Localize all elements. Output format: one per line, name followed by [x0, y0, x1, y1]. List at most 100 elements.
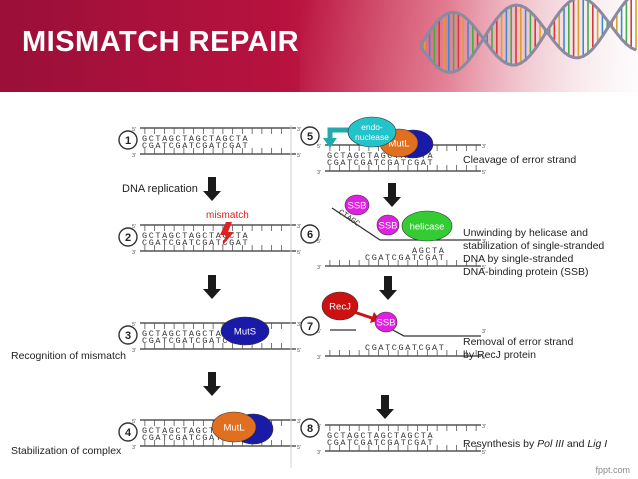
down-arrow-shaft [208, 177, 216, 191]
dna-duplex: CGATCGATCGAT 5' 3' 3' 5' [317, 239, 486, 271]
down-arrow-head [379, 290, 397, 300]
dna-top-sequence: GCTAGCTAGCTAGCTA [327, 151, 434, 161]
dna-end-label: 5' [132, 419, 136, 425]
watermark: fppt.com [595, 465, 630, 475]
step-number-circle [118, 325, 138, 345]
recj-protein-label: RecJ [329, 302, 351, 313]
dna-end-label: 3' [317, 265, 321, 271]
dna-bottom-sequence: CGATCGATCGATCGAT [142, 433, 249, 443]
dna-end-label: 3' [132, 250, 136, 256]
dna-top-sequence: AGCTA [412, 246, 446, 256]
step-number: 5 [300, 126, 320, 146]
dna-top-sequence: GCTAGCTAGCTAGCTA [327, 431, 434, 441]
step-number-text: 3 [125, 330, 131, 342]
step-number: 6 [300, 224, 320, 244]
down-arrow-head [203, 191, 221, 201]
dna-end-label: 5' [482, 355, 486, 361]
step-number: 7 [300, 316, 320, 336]
step-number-text: 4 [125, 427, 132, 439]
dna-end-label: 5' [317, 239, 321, 245]
dna-end-label: 5' [482, 265, 486, 271]
mismatch-label: mismatch [206, 210, 249, 221]
dna-end-label: 5' [132, 224, 136, 230]
down-arrow-shaft [208, 372, 216, 386]
step-8-caption-part: and [564, 438, 587, 450]
down-arrow [383, 183, 401, 207]
dna-end-label: 5' [132, 322, 136, 328]
muts-protein-label: MutS [234, 327, 256, 338]
muts-protein: MutS [220, 316, 270, 346]
down-arrow-head [383, 197, 401, 207]
step-number-circle [118, 227, 138, 247]
step-number: 1 [118, 130, 138, 150]
header-highlight [300, 0, 638, 92]
dna-top-sequence: GCTAGCTAGCTAGCTA [142, 329, 249, 339]
dna-end-label: 3' [132, 445, 136, 451]
muts-protein-shape [220, 316, 270, 346]
dna-top-sequence: GCTAGCTAGCTAGCTA [142, 231, 249, 241]
recj-arrow [353, 310, 373, 320]
step-7-caption: Removal of error strand [463, 336, 573, 348]
step-number-circle [118, 130, 138, 150]
endonuclease-label: nuclease [355, 132, 389, 142]
step-6-caption: Unwinding by helicase and [463, 227, 588, 239]
step-number-circle [118, 422, 138, 442]
step-number: 3 [118, 325, 138, 345]
step-5-caption: Cleavage of error strand [463, 154, 576, 166]
down-arrow [203, 177, 221, 201]
dna-end-label: 3' [317, 450, 321, 456]
down-arrow-shaft [388, 183, 396, 197]
dna-end-label: 3' [317, 355, 321, 361]
helicase-protein-shape [401, 210, 453, 242]
dna-end-label: 3' [482, 144, 486, 150]
endonuclease-protein: endo-nuclease [347, 116, 397, 148]
step-1-caption: DNA replication [122, 183, 198, 195]
ssb-protein-label: SSB [347, 201, 366, 212]
step-number-circle [300, 126, 320, 146]
step-number-text: 6 [307, 229, 313, 241]
cleavage-arrow [327, 127, 352, 140]
down-arrow [376, 395, 394, 419]
helicase-protein-label: helicase [410, 222, 445, 233]
ssb-protein: SSB [376, 214, 400, 236]
dna-end-label: 3' [297, 224, 301, 230]
down-arrow [203, 275, 221, 299]
dna-end-label: 5' [297, 153, 301, 159]
step-number-circle [300, 224, 320, 244]
step-number-text: 1 [125, 135, 131, 147]
helicase-protein: helicase [401, 210, 453, 242]
down-arrow-shaft [208, 275, 216, 289]
dna-end-label: 3' [482, 239, 486, 245]
step-8-caption-part: Lig I [587, 438, 607, 450]
dna-bottom-sequence: CGATCGATCGATCGAT [327, 158, 434, 168]
step-number-text: 5 [307, 131, 313, 143]
step-number: 4 [118, 422, 138, 442]
ssb-protein-shape [344, 194, 370, 216]
dna-end-label: 5' [297, 445, 301, 451]
step-6-caption: DNA-binding protein (SSB) [463, 266, 588, 278]
ssb-protein-label: SSB [376, 318, 395, 329]
dna-bottom-sequence: CGATCGATCGAT [365, 253, 445, 263]
ssb-protein-shape [376, 214, 400, 236]
mutl-protein-label: MutL [223, 423, 244, 434]
dna-end-label: 3' [482, 424, 486, 430]
dna-bottom-sequence: CGATCGATCGAT [365, 343, 445, 353]
dna-end-label: 3' [297, 127, 301, 133]
mutl-protein-label: MutL [388, 139, 409, 150]
helix-backbone [420, 0, 630, 74]
dna-helix-graphic [420, 0, 637, 74]
down-arrow-head [203, 289, 221, 299]
step-number-text: 7 [307, 321, 313, 333]
dna-end-label: 3' [297, 322, 301, 328]
step-8-caption-part: Pol III [537, 438, 564, 450]
step-number: 2 [118, 227, 138, 247]
dna-end-label: 5' [317, 144, 321, 150]
down-arrow [203, 372, 221, 396]
recj-protein: RecJ [321, 291, 359, 321]
step-number-text: 8 [307, 423, 313, 435]
mismatch-bolt-icon [220, 222, 234, 246]
